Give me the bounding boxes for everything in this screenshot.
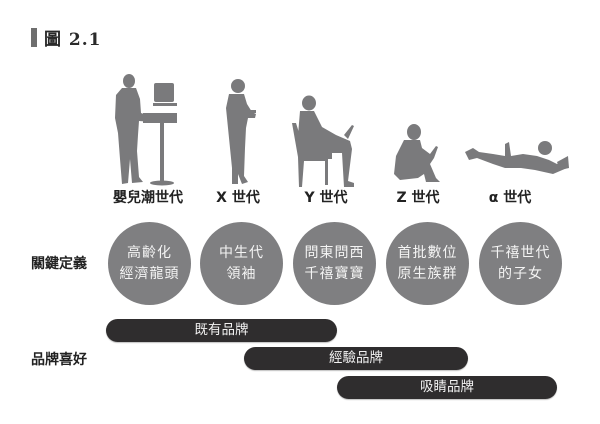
brand-pill-eye-catching: 吸睛品牌	[337, 376, 557, 399]
definition-line: 原生族群	[397, 265, 458, 282]
person-sitting-floor-phone-icon	[392, 122, 452, 184]
definition-line: 的子女	[498, 265, 543, 282]
brand-preference-row-label: 品牌喜好	[31, 352, 87, 368]
person-standing-desk-computer-icon	[110, 73, 185, 188]
child-lying-tablet-icon	[465, 138, 570, 176]
person-sitting-chair-laptop-icon	[292, 95, 362, 190]
generation-label-y: Y 世代	[304, 190, 348, 206]
figure-label: 圖 2.1	[44, 29, 102, 50]
person-standing-phone-icon	[220, 78, 260, 188]
definition-line: 中生代	[219, 244, 264, 261]
definition-circle-y: 問東問西 千禧寶寶	[293, 222, 376, 305]
generation-label-x: X 世代	[216, 190, 260, 206]
generation-label-z: Z 世代	[396, 190, 440, 206]
definition-circle-z: 首批數位 原生族群	[386, 222, 469, 305]
brand-pill-experience: 經驗品牌	[244, 347, 468, 370]
definition-circle-boomer: 高齡化 經濟龍頭	[108, 222, 191, 305]
definition-line: 領袖	[226, 265, 257, 282]
definition-line: 經濟龍頭	[119, 265, 180, 282]
definition-line: 高齡化	[127, 244, 172, 261]
definition-line: 千禧世代	[490, 244, 551, 261]
brand-pill-established: 既有品牌	[106, 319, 337, 342]
generation-label-alpha: α 世代	[488, 190, 532, 206]
generation-label-boomer: 嬰兒潮世代	[113, 190, 183, 206]
definition-line: 千禧寶寶	[304, 265, 365, 282]
definition-line: 首批數位	[397, 244, 458, 261]
key-definition-row-label: 關鍵定義	[31, 256, 87, 272]
definition-circle-x: 中生代 領袖	[200, 222, 283, 305]
figure-title: 圖 2.1	[31, 26, 102, 50]
definition-line: 問東問西	[304, 244, 365, 261]
definition-circle-alpha: 千禧世代 的子女	[479, 222, 562, 305]
title-accent-bar	[31, 27, 37, 47]
